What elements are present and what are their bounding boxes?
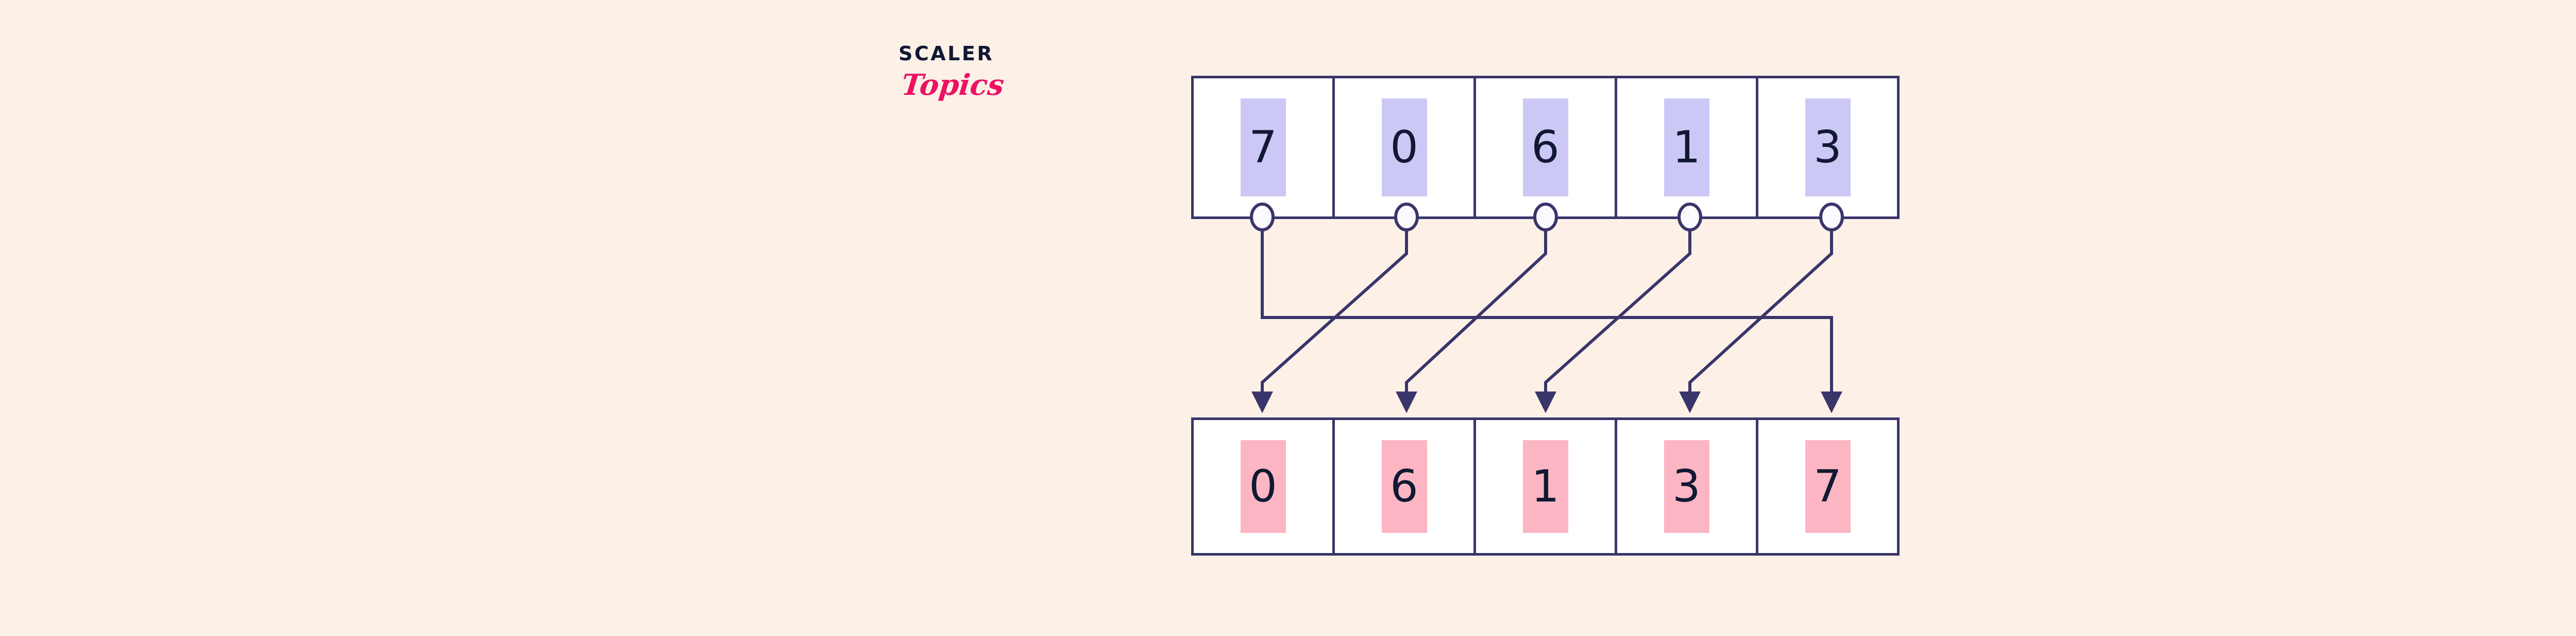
target-cell-1: 6 — [1335, 420, 1476, 553]
source-cell-4: 3 — [1758, 78, 1897, 216]
wire-0-to-4 — [1261, 229, 1842, 413]
wire-1-to-0 — [1251, 229, 1408, 413]
target-value-4: 7 — [1805, 440, 1851, 533]
target-value-2: 1 — [1522, 440, 1568, 533]
logo-script-topics: Topics — [900, 68, 1006, 102]
source-value-3: 1 — [1664, 98, 1709, 196]
source-cell-1: 0 — [1335, 78, 1476, 216]
target-value-3: 3 — [1664, 440, 1709, 533]
source-cell-3: 1 — [1617, 78, 1758, 216]
target-value-1: 6 — [1381, 440, 1427, 533]
wire-2-to-1 — [1396, 229, 1547, 413]
logo-wordmark: SCALER — [899, 42, 994, 65]
source-value-4: 3 — [1805, 98, 1851, 196]
source-array: 7 0 6 1 3 — [1191, 76, 1900, 219]
target-array: 0 6 1 3 7 — [1191, 417, 1900, 556]
target-cell-0: 0 — [1194, 420, 1335, 553]
source-cell-0: 7 — [1194, 78, 1335, 216]
target-cell-3: 3 — [1617, 420, 1758, 553]
wire-3-to-2 — [1535, 229, 1691, 413]
source-cell-2: 6 — [1476, 78, 1617, 216]
source-value-2: 6 — [1522, 98, 1568, 196]
source-value-0: 7 — [1240, 98, 1286, 196]
target-value-0: 0 — [1240, 440, 1286, 533]
source-value-1: 0 — [1381, 98, 1427, 196]
scaler-topics-logo: SCALER Topics — [896, 44, 1061, 121]
target-cell-2: 1 — [1476, 420, 1617, 553]
wire-4-to-3 — [1679, 229, 1833, 413]
target-cell-4: 7 — [1758, 420, 1897, 553]
